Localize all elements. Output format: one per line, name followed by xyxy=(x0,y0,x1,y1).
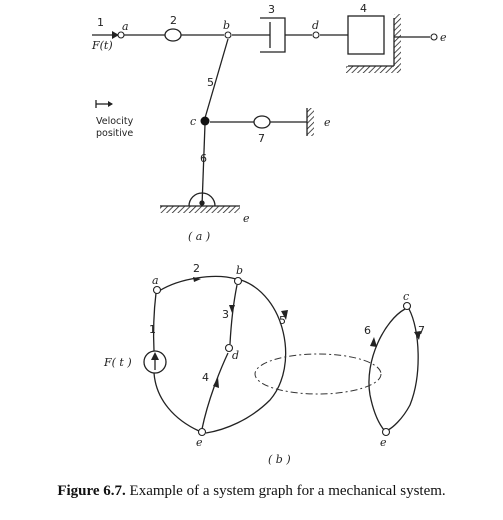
graph-label-edge-7: 7 xyxy=(418,324,425,337)
rod-6 xyxy=(201,123,206,207)
spring-7 xyxy=(253,115,271,129)
label-element-2: 2 xyxy=(170,14,177,27)
label-element-3: 3 xyxy=(268,3,275,16)
edge-6 xyxy=(368,308,406,431)
graph-label-node-d: d xyxy=(232,349,239,362)
edge-4 xyxy=(201,352,229,430)
graph-node-b xyxy=(233,276,243,286)
graph-label-edge-1: 1 xyxy=(149,323,156,336)
graph-node-e xyxy=(197,427,207,437)
graph-label-node-c: c xyxy=(403,290,409,303)
floor-hatch-mass xyxy=(346,66,401,73)
caption-prefix: Figure 6.7. xyxy=(57,483,126,499)
figure-caption: Figure 6.7. Example of a system graph fo… xyxy=(0,483,503,500)
label-element-6: 6 xyxy=(200,152,207,165)
label-node-d: d xyxy=(312,19,319,32)
graph-label-node-e-right: e xyxy=(380,436,387,449)
spring-2 xyxy=(164,28,182,42)
graph-label-node-a: a xyxy=(152,274,159,287)
label-node-e-ground: e xyxy=(243,212,250,225)
label-node-e-spring: e xyxy=(324,116,331,129)
edge-1-lower xyxy=(153,372,200,432)
edge-7 xyxy=(387,308,419,431)
label-part-b: ( b ) xyxy=(268,453,291,466)
dashed-ellipse xyxy=(254,353,382,395)
graph-label-node-b: b xyxy=(236,264,243,277)
label-element-4: 4 xyxy=(360,2,367,15)
mechanical-schematic xyxy=(92,15,430,207)
node-d xyxy=(312,31,320,39)
mass-4 xyxy=(347,15,385,55)
edge-5 xyxy=(205,279,287,434)
wall-hatch-right xyxy=(394,14,401,69)
label-node-b: b xyxy=(223,19,230,32)
graph-label-edge-2: 2 xyxy=(193,262,200,275)
velocity-label-2: positive xyxy=(96,128,133,139)
edge-1-upper xyxy=(152,292,157,352)
label-element-1: 1 xyxy=(97,16,104,29)
graph-node-a xyxy=(152,285,162,295)
ground-hatch xyxy=(160,206,240,213)
graph-node-d xyxy=(224,343,234,353)
wall-hatch-spring xyxy=(307,108,314,136)
label-part-a: ( a ) xyxy=(188,230,210,243)
label-force: F(t) xyxy=(91,39,113,52)
velocity-label-1: Velocity xyxy=(96,116,134,127)
graph-label-edge-3: 3 xyxy=(222,308,229,321)
graph-node-c xyxy=(402,301,412,311)
label-node-e-right: e xyxy=(440,31,447,44)
label-node-a: a xyxy=(122,20,129,33)
node-e xyxy=(430,33,438,41)
source-circle xyxy=(143,350,167,374)
rod-5 xyxy=(204,38,229,119)
edge-2 xyxy=(158,275,237,292)
edge-3 xyxy=(229,284,238,345)
label-element-5: 5 xyxy=(207,76,214,89)
label-node-c: c xyxy=(190,115,196,128)
graph-label-edge-6: 6 xyxy=(364,324,371,337)
graph-label-edge-4: 4 xyxy=(202,371,209,384)
graph-node-e-right xyxy=(381,427,391,437)
node-b xyxy=(224,31,232,39)
graph-label-edge-5: 5 xyxy=(279,314,286,327)
system-graph xyxy=(143,275,421,434)
caption-text: Example of a system graph for a mechanic… xyxy=(129,483,446,499)
node-c xyxy=(200,116,210,126)
pivot-support xyxy=(188,192,216,207)
label-element-7: 7 xyxy=(258,132,265,145)
node-a xyxy=(117,31,125,39)
graph-label-node-e: e xyxy=(196,436,203,449)
graph-label-source: F( t ) xyxy=(103,356,132,369)
